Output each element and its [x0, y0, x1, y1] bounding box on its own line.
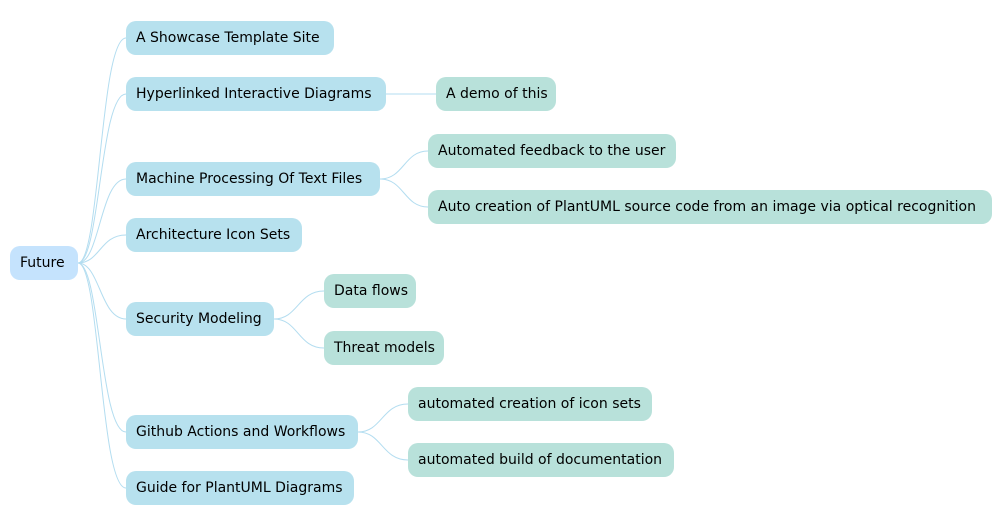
connector-root-b0	[77, 37, 127, 264]
connector-b5-c0	[357, 403, 409, 433]
leaf-automated-creation-icon-sets: automated creation of icon sets	[408, 387, 652, 421]
connector-root-b2	[77, 178, 127, 264]
connector-b2-c0	[379, 150, 429, 180]
leaf-threat-models: Threat models	[324, 331, 444, 365]
leaf-data-flows: Data flows	[324, 274, 416, 308]
root-node: Future	[10, 246, 78, 280]
connector-root-b1	[77, 93, 127, 264]
leaf-demo-of-this: A demo of this	[436, 77, 556, 111]
connector-root-b5	[77, 262, 127, 433]
leaf-auto-creation-plantuml-source: Auto creation of PlantUML source code fr…	[428, 190, 992, 224]
leaf-automated-feedback: Automated feedback to the user	[428, 134, 676, 168]
connector-root-b4	[77, 262, 127, 320]
connector-root-b3	[77, 234, 127, 264]
connector-root-b6	[77, 262, 127, 489]
branch-architecture-icon-sets: Architecture Icon Sets	[126, 218, 302, 252]
branch-github-actions-workflows: Github Actions and Workflows	[126, 415, 358, 449]
branch-machine-processing-text-files: Machine Processing Of Text Files	[126, 162, 380, 196]
connector-b5-c1	[357, 431, 409, 461]
connector-b4-c1	[273, 318, 325, 349]
branch-hyperlinked-interactive-diagrams: Hyperlinked Interactive Diagrams	[126, 77, 386, 111]
branch-guide-plantuml-diagrams: Guide for PlantUML Diagrams	[126, 471, 354, 505]
connector-b4-c0	[273, 290, 325, 320]
branch-security-modeling: Security Modeling	[126, 302, 274, 336]
connector-b2-c1	[379, 178, 429, 208]
leaf-automated-build-documentation: automated build of documentation	[408, 443, 674, 477]
branch-showcase-template-site: A Showcase Template Site	[126, 21, 334, 55]
